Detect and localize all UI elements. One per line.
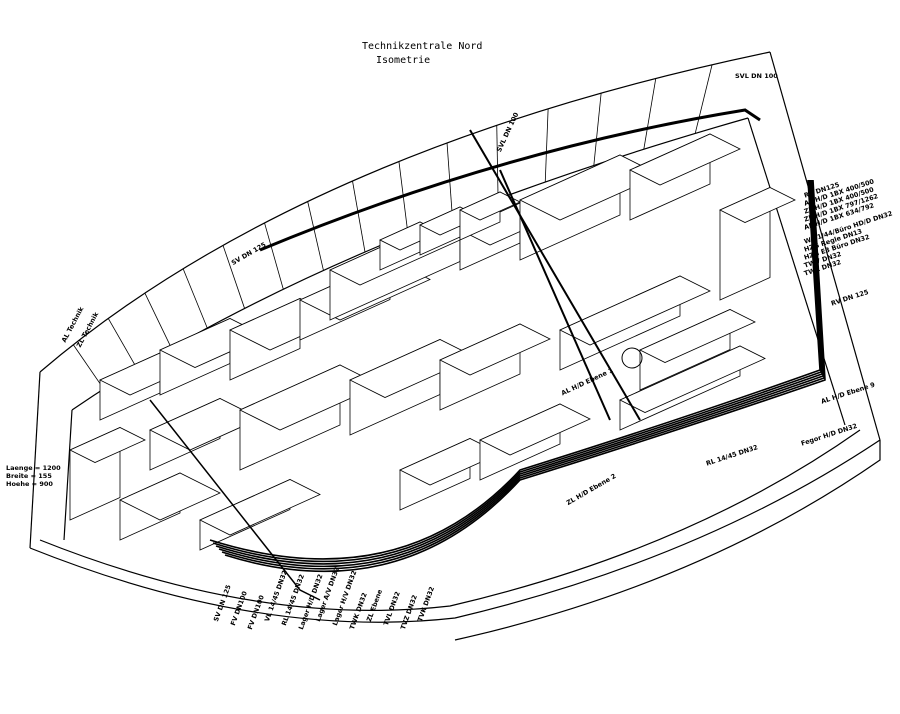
right-wall-edge: [769, 51, 881, 441]
wall-grid-line: [144, 292, 172, 349]
pipe-run: [221, 179, 825, 570]
wall-grid-line: [182, 268, 208, 329]
wall-grid-line: [496, 125, 499, 199]
stair-rail: [149, 399, 321, 601]
equipment-block-top: [119, 472, 221, 521]
main-pipe-top: [259, 108, 761, 252]
drawing-title: Technikzentrale Nord Isometrie: [362, 40, 482, 68]
equipment-block-top: [719, 187, 796, 223]
wall-grid-line: [593, 93, 602, 166]
title-text: Technikzentrale Nord: [362, 41, 483, 52]
label-svl-top: SVL DN 100: [735, 72, 778, 80]
dim-height: Hoehe = 900: [6, 480, 53, 488]
wall-grid-line: [72, 344, 105, 390]
wall-grid-line: [352, 180, 366, 253]
equipment-block-top: [69, 427, 146, 463]
pipe-run: [218, 179, 824, 568]
equipment-block-top: [559, 275, 711, 346]
vertical-duct: [469, 129, 641, 421]
dim-width: Breite = 155: [6, 472, 52, 480]
equipment-block-top: [639, 309, 756, 363]
wall-grid-line: [264, 222, 284, 290]
wall-grid-line: [222, 245, 245, 309]
equipment-block-top: [439, 323, 551, 376]
pipe-run: [224, 179, 826, 573]
wall-grid-line: [544, 108, 549, 183]
equipment-block-top: [459, 191, 521, 221]
subtitle-text: Isometrie: [376, 55, 431, 66]
wall-grid-line: [694, 64, 713, 134]
pipe-run: [215, 179, 823, 565]
equipment-block-top: [199, 479, 321, 536]
wall-grid-line: [107, 318, 138, 369]
equipment-block-top: [479, 403, 591, 456]
pipe-run: [212, 179, 822, 563]
wall-grid-line: [398, 161, 409, 234]
equipment-block-top: [629, 133, 741, 186]
dimensions-block: Laenge = 1200 Breite = 155 Hoehe = 900: [6, 464, 61, 488]
vertical-duct: [499, 169, 611, 421]
floor-front-edge: [29, 439, 881, 623]
tank: [621, 347, 643, 369]
wall-grid-line: [307, 201, 324, 271]
wall-grid-line: [643, 78, 657, 150]
equipment-block-top: [619, 345, 766, 413]
pipe-run: [209, 179, 821, 560]
dim-length: Laenge = 1200: [6, 464, 61, 472]
